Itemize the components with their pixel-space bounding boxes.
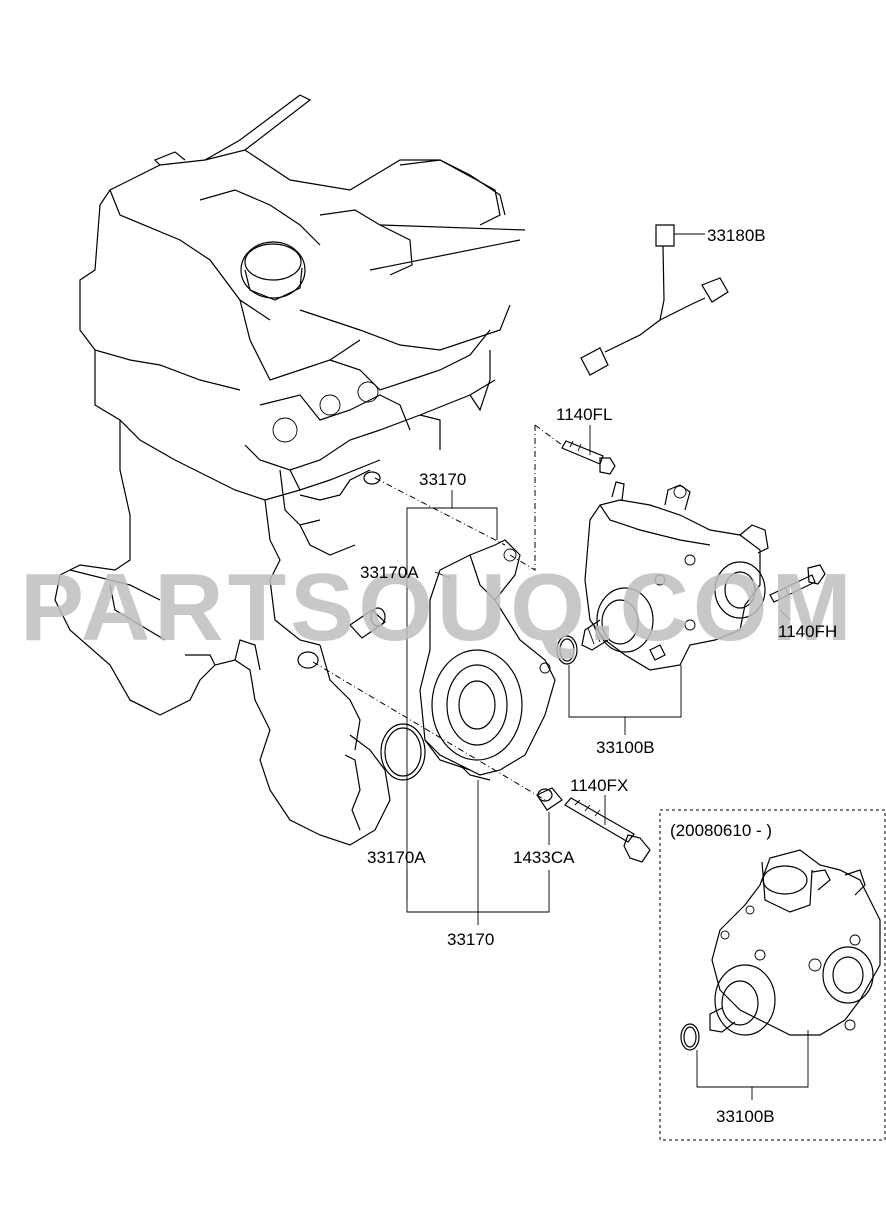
label-33170-bottom[interactable]: 33170 xyxy=(447,930,494,949)
bolt-1140fx-drawing xyxy=(564,797,651,863)
label-1140FX[interactable]: 1140FX xyxy=(570,776,628,795)
dowel-sleeve-drawing xyxy=(349,607,386,639)
watermark-text: PARTSOUQ.COM xyxy=(20,554,856,661)
label-33180B[interactable]: 33180B xyxy=(707,226,766,245)
alignment-lines xyxy=(312,424,563,801)
inset-date-label: (20080610 - ) xyxy=(670,821,772,840)
wiring-harness-drawing xyxy=(580,224,729,376)
label-33170A-bottom[interactable]: 33170A xyxy=(367,848,426,867)
leader-lines xyxy=(406,233,791,925)
label-33100B-inset[interactable]: 33100B xyxy=(716,1107,775,1126)
inset-frame xyxy=(659,809,886,1141)
label-33170-top[interactable]: 33170 xyxy=(419,470,466,489)
label-33100B-main[interactable]: 33100B xyxy=(596,738,655,757)
fuel-pump-main-drawing xyxy=(581,481,769,671)
fuel-pump-inset-drawing xyxy=(680,849,881,1100)
bushing-drawing xyxy=(536,787,563,811)
part-labels: 33180B 1140FL 33170 33170A 1140FH 33100B… xyxy=(360,226,837,1126)
label-1140FH[interactable]: 1140FH xyxy=(778,622,837,641)
o-ring-pump-drawing xyxy=(556,635,578,665)
label-1433CA[interactable]: 1433CA xyxy=(513,848,575,867)
bolt-1140fl-drawing xyxy=(561,440,616,475)
label-33170A-top[interactable]: 33170A xyxy=(360,563,419,582)
o-ring-left-drawing xyxy=(380,723,426,781)
label-1140FL[interactable]: 1140FL xyxy=(556,405,612,424)
engine-block-drawing xyxy=(54,94,526,846)
bolt-1140fh-drawing xyxy=(769,564,826,603)
